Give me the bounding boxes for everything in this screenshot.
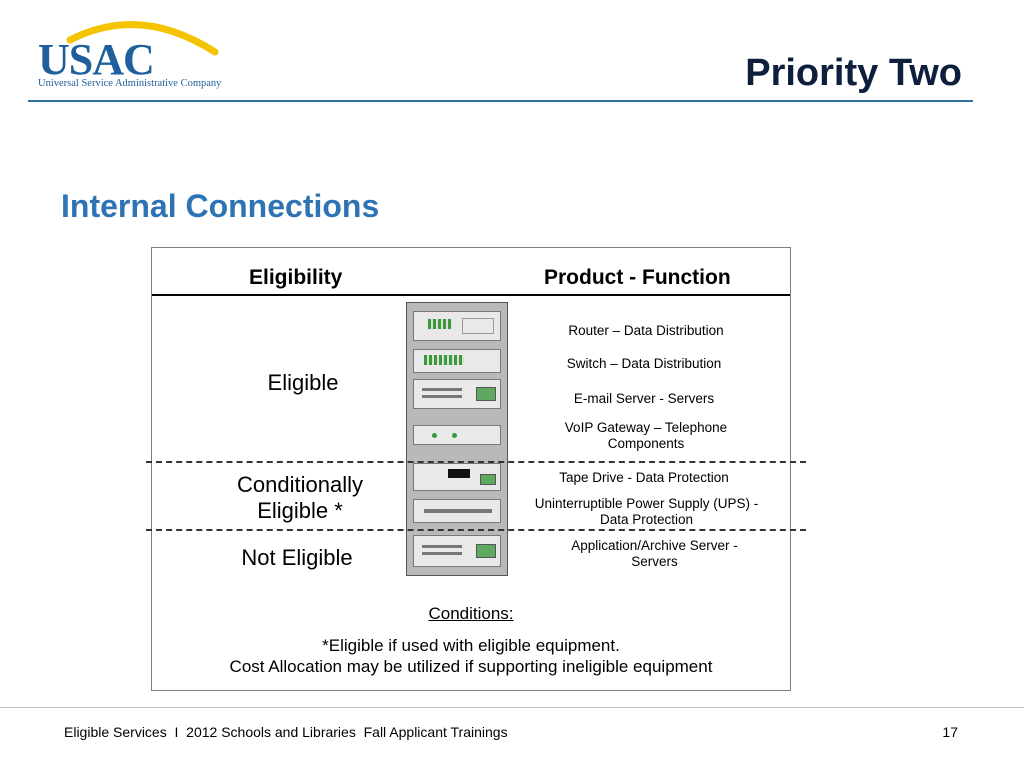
logo-wordmark: USAC (38, 35, 155, 84)
conditional-separator (146, 529, 806, 531)
section-subtitle: Internal Connections (61, 188, 380, 224)
product-column-heading: Product - Function (544, 266, 731, 289)
function-ups-line-1: Uninterruptible Power Supply (UPS) - (534, 496, 759, 511)
tape-drive-unit (413, 463, 501, 491)
eligible-label: Eligible (267, 370, 339, 395)
header-divider (28, 100, 973, 102)
ups-unit (413, 499, 501, 523)
eligibility-column-heading: Eligibility (249, 266, 343, 289)
heading-rule (152, 294, 790, 296)
function-switch: Switch – Data Distribution (566, 356, 722, 371)
function-voip-line-1: VoIP Gateway – Telephone (564, 420, 728, 435)
email-server-unit (413, 379, 501, 409)
router-unit (413, 311, 501, 341)
function-router: Router – Data Distribution (568, 323, 724, 338)
usac-logo: USAC Universal Service Administrative Co… (30, 12, 230, 92)
function-email-server: E-mail Server - Servers (573, 391, 715, 406)
page-number: 17 (942, 724, 958, 740)
switch-unit (413, 349, 501, 373)
function-voip-line-2: Components (607, 436, 685, 451)
function-ups-line-2: Data Protection (599, 512, 694, 527)
page-title: Priority Two (745, 52, 962, 94)
eligible-separator (146, 461, 806, 463)
archive-server-unit (413, 535, 501, 567)
logo-arc-icon (66, 21, 219, 56)
condition-cost-allocation-note: Cost Allocation may be utilized if suppo… (229, 657, 713, 676)
function-archive-line-1: Application/Archive Server - (571, 538, 738, 553)
logo-tagline: Universal Service Administrative Company (38, 78, 222, 89)
conditionally-label: Conditionally (237, 472, 363, 497)
server-rack-icon (406, 302, 508, 576)
function-tape-drive: Tape Drive - Data Protection (559, 470, 729, 485)
voip-gateway-unit (413, 425, 501, 445)
eligibility-diagram: Eligibility Product - Function (146, 247, 806, 691)
function-archive-line-2: Servers (631, 554, 678, 569)
not-eligible-label: Not Eligible (241, 545, 353, 570)
footer-divider (0, 707, 1024, 708)
conditions-heading: Conditions: (428, 604, 514, 623)
conditionally-eligible-label: Eligible * (257, 498, 343, 523)
condition-eligible-note: *Eligible if used with eligible equipmen… (322, 636, 620, 655)
footer-caption: Eligible Services I 2012 Schools and Lib… (64, 724, 508, 740)
